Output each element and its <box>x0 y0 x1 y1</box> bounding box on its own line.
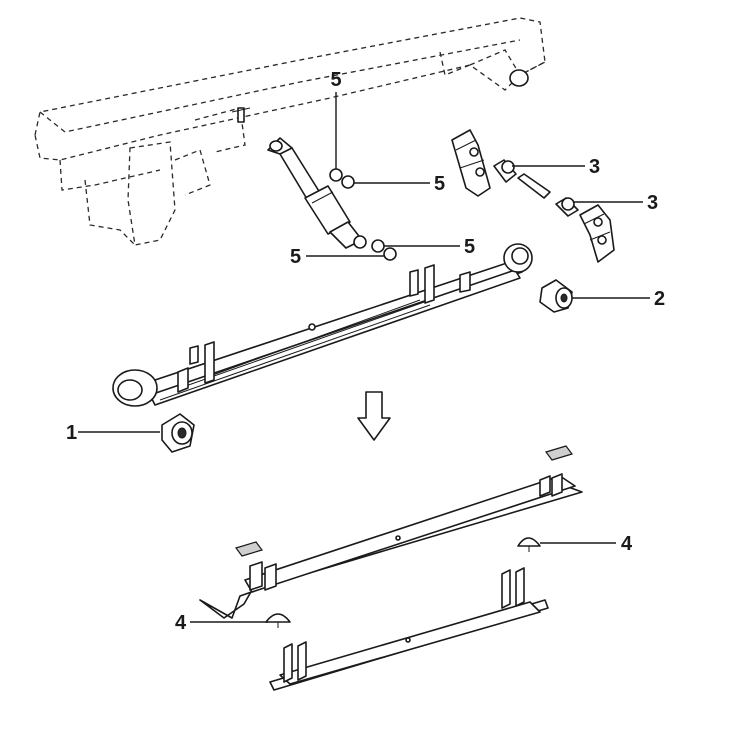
shock-absorber <box>267 137 367 249</box>
down-arrow-icon <box>357 391 391 441</box>
leader-lines <box>78 92 650 623</box>
upper-leaf <box>199 445 583 619</box>
callout-5-right-upper: 5 <box>434 173 445 195</box>
shackle-assembly <box>451 129 615 263</box>
chassis-frame <box>34 17 546 246</box>
callout-3-lower: 3 <box>647 192 658 214</box>
callout-1: 1 <box>66 422 77 444</box>
callout-5-top: 5 <box>330 69 341 91</box>
spring-bushing-rear <box>539 279 573 313</box>
callout-4-left: 4 <box>175 612 187 634</box>
callout-5-right-lower: 5 <box>464 236 475 258</box>
callout-3-upper: 3 <box>589 156 600 178</box>
leaf-pads <box>265 537 541 628</box>
spring-bushing-front <box>161 413 195 453</box>
callout-4-right: 4 <box>621 533 633 555</box>
lower-leaf <box>269 567 549 691</box>
callout-2: 2 <box>654 288 665 310</box>
callout-5-left: 5 <box>290 246 301 268</box>
leaf-spring-assembly <box>112 243 533 407</box>
shock-bushings <box>329 168 397 261</box>
